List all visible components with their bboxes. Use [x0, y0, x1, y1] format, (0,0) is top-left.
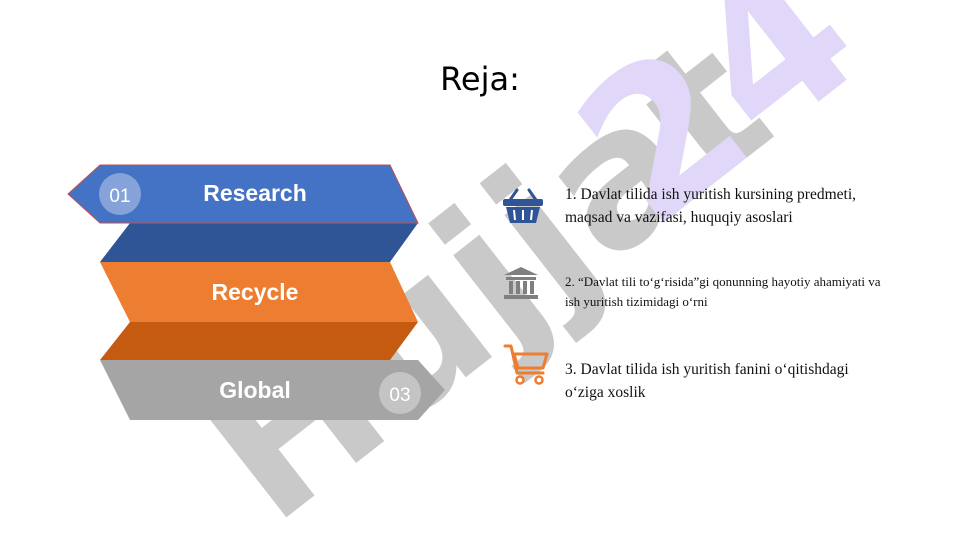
- step-band-global: [100, 360, 445, 420]
- step-label-global: Global: [219, 377, 291, 403]
- agenda-item-1: 1. Davlat tilida ish yuritish kursining …: [565, 186, 857, 226]
- ribbon-fold-2: [100, 322, 418, 360]
- step-number-badge-3: [379, 372, 421, 414]
- shopping-cart-icon: [503, 344, 549, 385]
- ribbon-fold-1: [100, 223, 418, 262]
- slide-title: Reja:: [440, 60, 520, 98]
- basket-icon: [503, 188, 543, 223]
- step-label-recycle: Recycle: [212, 279, 299, 305]
- agenda-item-3: 3. Davlat tilida ish yuritish fanini o‘q…: [565, 361, 849, 401]
- step-band-recycle: [100, 262, 418, 322]
- step-number-3: 03: [389, 385, 410, 406]
- bank-icon: [504, 267, 538, 299]
- step-number-1: 01: [109, 186, 130, 207]
- step-number-badge-1: [99, 173, 141, 215]
- step-band-research: [67, 164, 419, 224]
- step-label-research: Research: [203, 180, 307, 206]
- agenda-item-2: 2. “Davlat tili to‘g‘risida”gi qonunning…: [565, 274, 881, 309]
